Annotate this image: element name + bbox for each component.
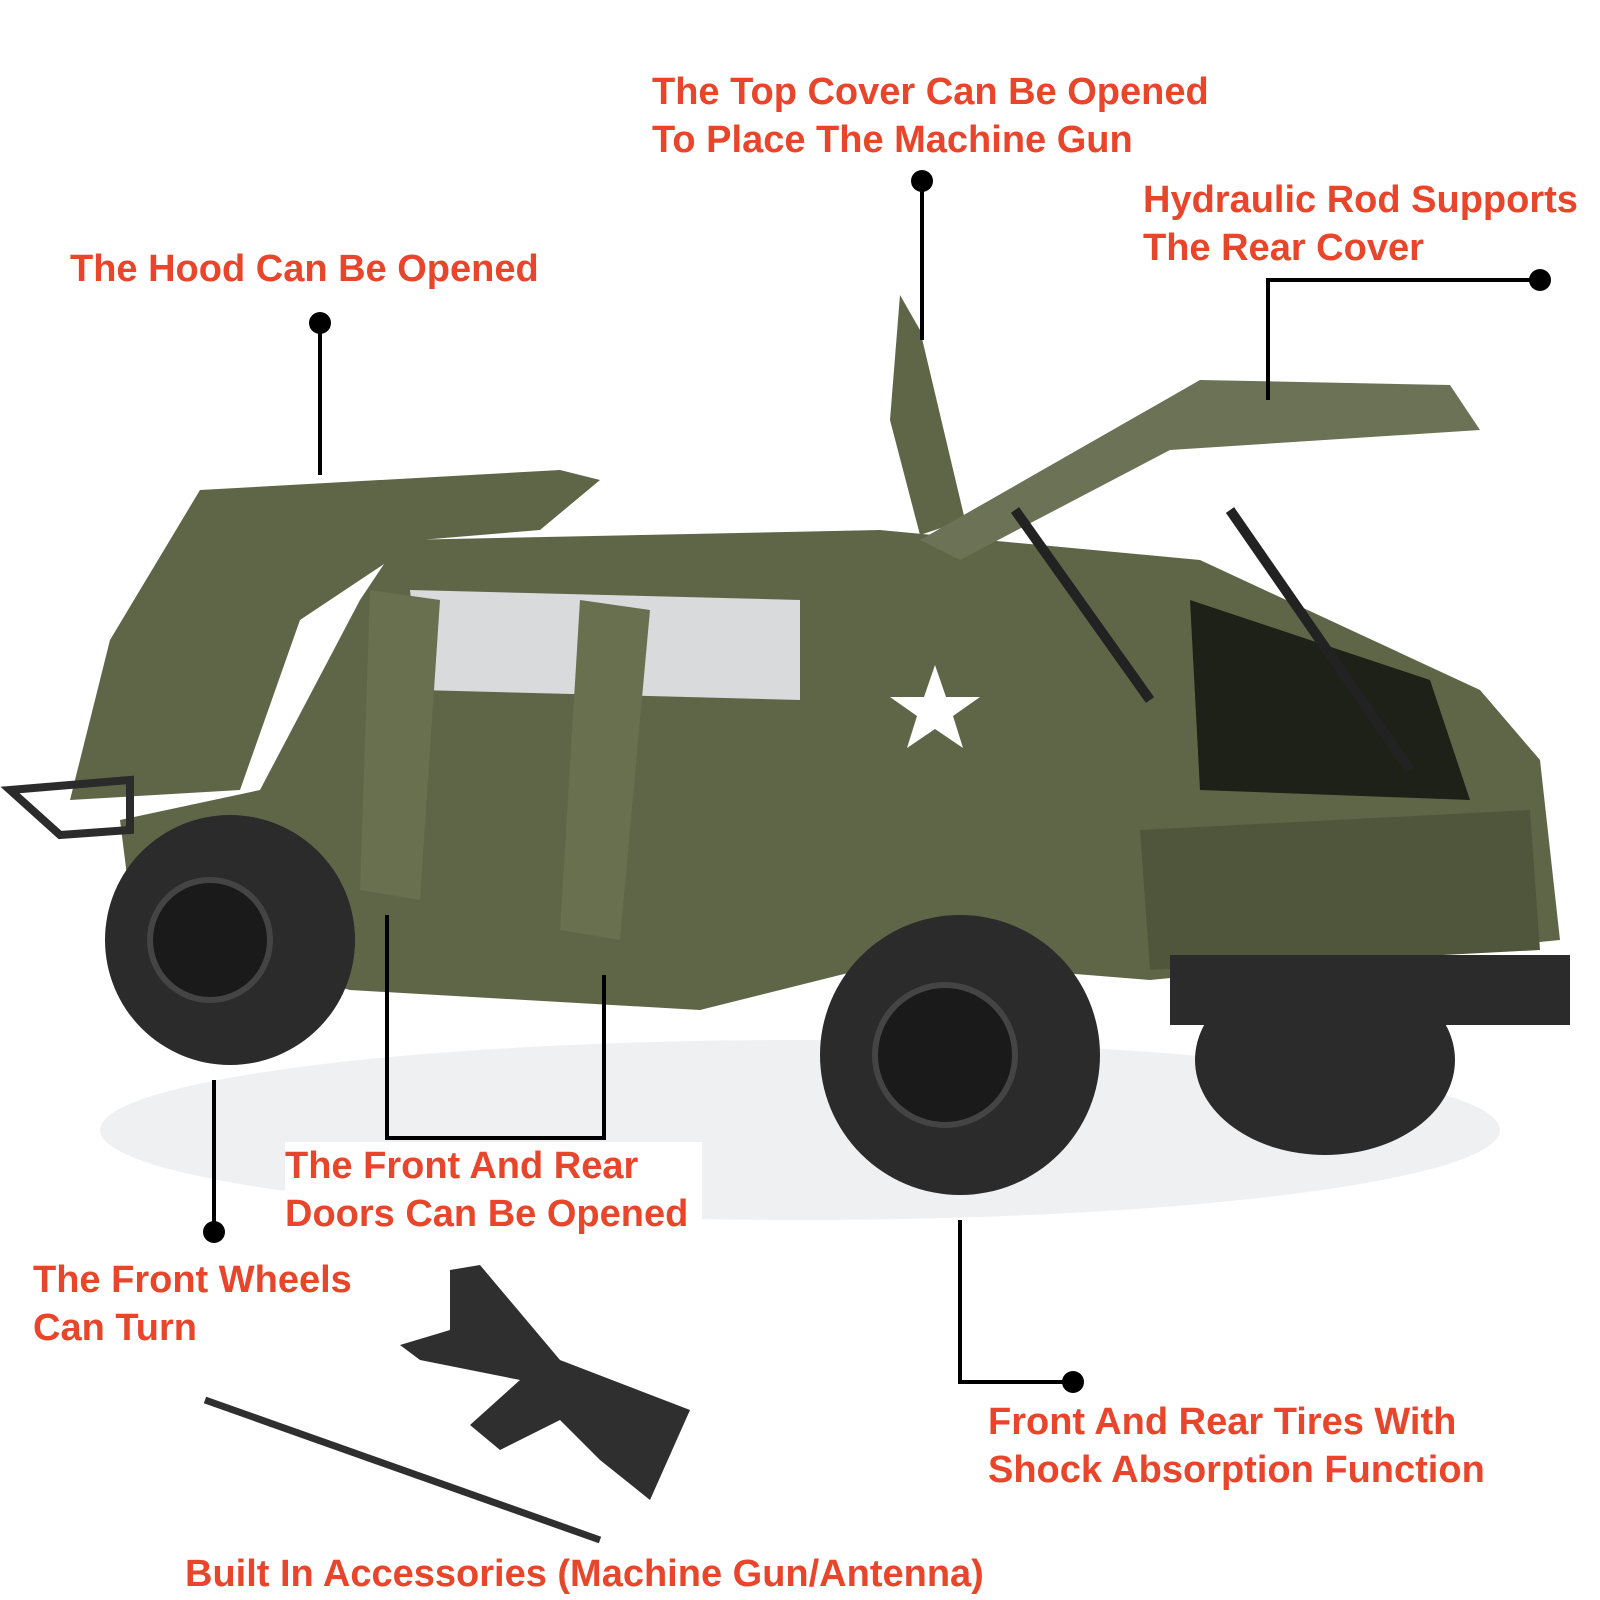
callout-text: Front And Rear Tires With: [988, 1401, 1457, 1443]
rear-door: [560, 600, 650, 940]
top-cover: [890, 295, 965, 535]
star-emblem: [890, 665, 980, 748]
hydraulic-rod-right: [1225, 507, 1415, 773]
humvee-model: [0, 295, 1570, 1220]
callout-text: To Place The Machine Gun: [652, 119, 1133, 161]
tailgate: [1140, 810, 1540, 970]
callout-text: The Front Wheels: [33, 1259, 352, 1301]
antenna: [203, 1396, 602, 1544]
callout-text: The Top Cover Can Be Opened: [652, 71, 1209, 113]
callout-text: Shock Absorption Function: [988, 1449, 1485, 1491]
front-door: [360, 590, 440, 900]
callout-text: Hydraulic Rod Supports: [1143, 179, 1578, 221]
callout-hood: The Hood Can Be Opened: [70, 245, 539, 293]
callout-accessories: Built In Accessories (Machine Gun/Antenn…: [185, 1550, 984, 1598]
hydraulic-rod-left: [1010, 507, 1155, 703]
callout-front-wheels: The Front Wheels Can Turn: [33, 1256, 352, 1352]
hood-open: [70, 470, 600, 800]
callout-text: Built In Accessories (Machine Gun/Antenn…: [185, 1553, 984, 1595]
callout-text: Doors Can Be Opened: [285, 1193, 689, 1235]
callout-tires: Front And Rear Tires With Shock Absorpti…: [988, 1398, 1485, 1494]
accessories-illustration: [203, 1265, 690, 1544]
rear-right-tire: [1195, 965, 1455, 1155]
callout-text: The Front And Rear: [285, 1145, 639, 1187]
callout-top-cover: The Top Cover Can Be Opened To Place The…: [652, 68, 1209, 164]
rear-cover: [920, 380, 1480, 560]
callout-text: The Hood Can Be Opened: [70, 248, 539, 290]
rear-left-tire: [820, 915, 1100, 1195]
callout-text: Can Turn: [33, 1307, 197, 1349]
callout-text: The Rear Cover: [1143, 227, 1424, 269]
machine-gun: [400, 1265, 690, 1500]
callout-hydraulic-rod: Hydraulic Rod Supports The Rear Cover: [1143, 176, 1578, 272]
leader-dots: [203, 170, 1551, 1393]
front-left-tire: [105, 815, 355, 1065]
leader-lines: [212, 182, 1538, 1384]
callout-doors: The Front And Rear Doors Can Be Opened: [285, 1142, 703, 1238]
